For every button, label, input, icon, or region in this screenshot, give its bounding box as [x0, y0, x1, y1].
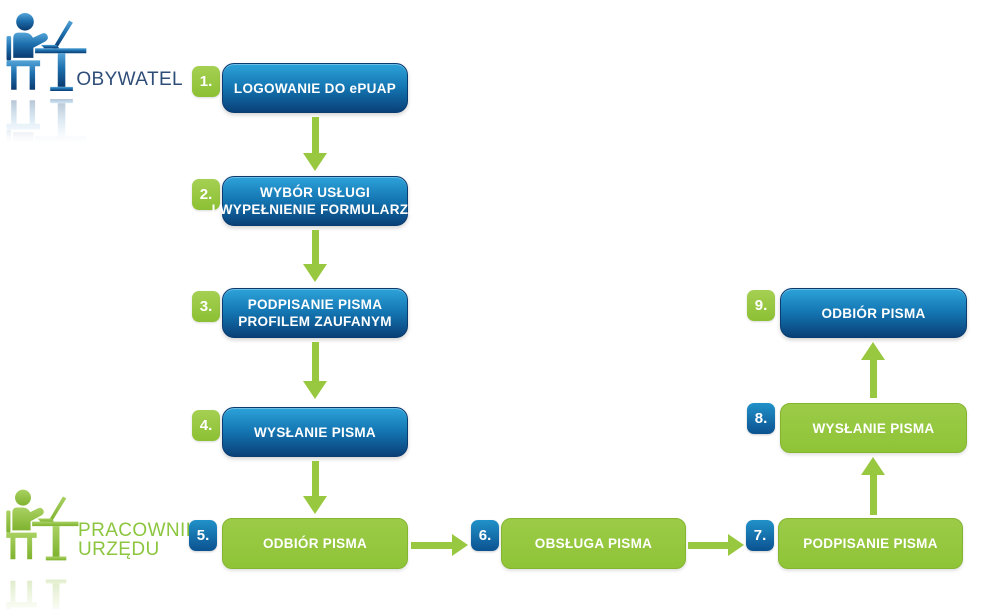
step-1-box: LOGOWANIE DO ePUAP	[222, 63, 408, 113]
step-1-badge: 1.	[192, 66, 220, 97]
arrow-step1-to-step2	[303, 117, 327, 171]
step-2-box: WYBÓR USŁUGI I WYPEŁNIENIE FORMULARZA	[212, 176, 418, 226]
arrow-step5-to-step6	[411, 534, 468, 556]
step-7-badge: 7.	[746, 520, 774, 551]
arrow-step3-to-step4	[303, 342, 327, 399]
step-8-box: WYSŁANIE PISMA	[780, 403, 967, 453]
arrow-step8-to-step9	[861, 342, 885, 398]
step-9-badge: 9.	[747, 290, 775, 321]
clerk-figure	[4, 481, 80, 609]
clerk-label: PRACOWNIK URZĘDU	[78, 520, 199, 560]
step-6-badge: 6.	[471, 520, 499, 551]
step-5-box: ODBIÓR PISMA	[222, 518, 408, 569]
citizen-label: OBYWATEL	[76, 69, 183, 90]
step-4-badge: 4.	[192, 410, 220, 441]
arrow-step7-to-step8	[861, 457, 885, 515]
step-7-box: PODPISANIE PISMA	[778, 518, 963, 569]
step-6-box: OBSŁUGA PISMA	[501, 518, 686, 569]
person-at-desk-icon-reflection	[6, 579, 79, 609]
arrow-step2-to-step3	[303, 230, 327, 282]
step-4-box: WYSŁANIE PISMA	[222, 407, 408, 457]
citizen-figure	[3, 10, 89, 180]
step-5-badge: 5.	[189, 520, 217, 551]
step-9-box: ODBIÓR PISMA	[780, 288, 967, 338]
step-3-box: PODPISANIE PISMA PROFILEM ZAUFANYM	[222, 288, 408, 338]
person-at-desk-icon-reflection	[6, 98, 87, 178]
person-at-desk-icon	[6, 489, 79, 561]
step-3-badge: 3.	[192, 291, 220, 322]
arrow-step6-to-step7	[688, 534, 744, 556]
arrow-step4-to-step5	[303, 461, 327, 514]
step-2-badge: 2.	[192, 179, 220, 210]
step-8-badge: 8.	[747, 403, 775, 434]
